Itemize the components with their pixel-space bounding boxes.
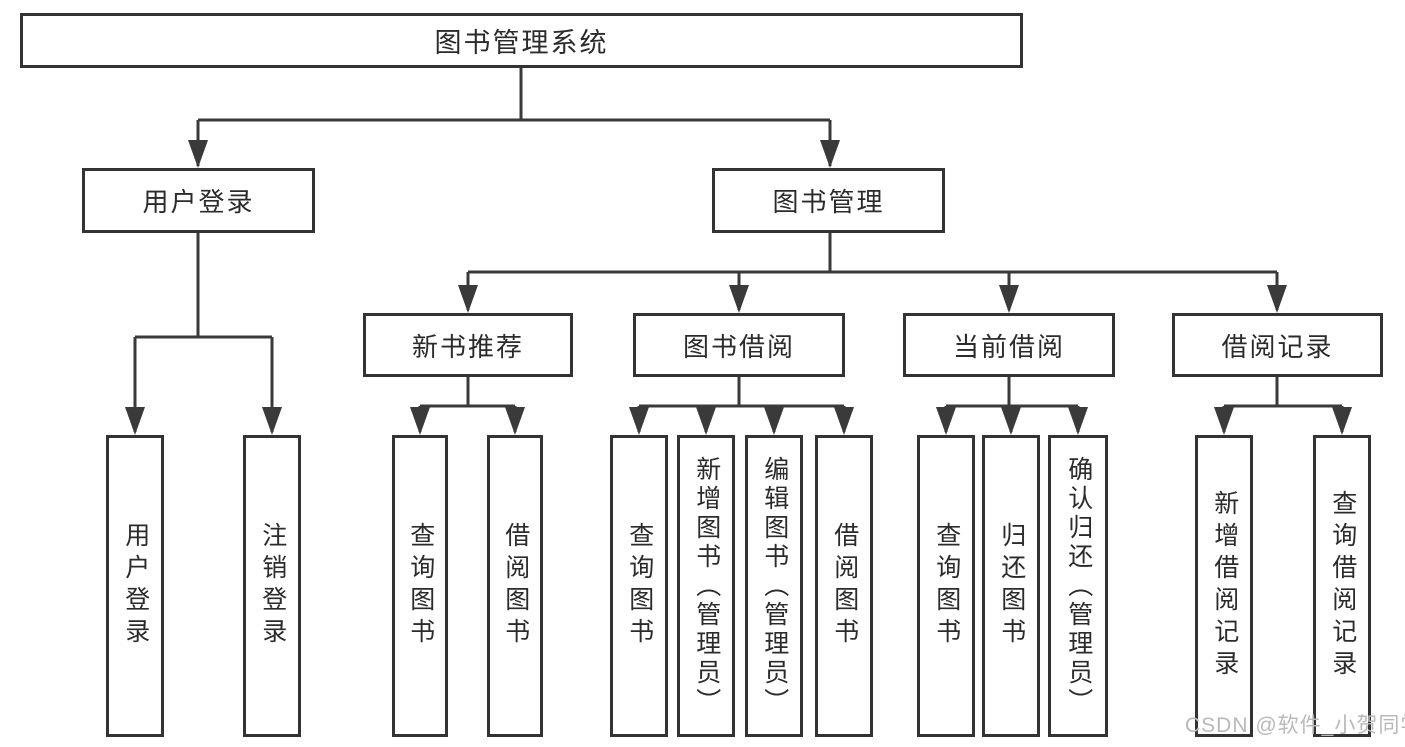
leaf-records-add-label: 新增借阅记录 xyxy=(1210,490,1239,682)
leaf-borrow-edit-admin: 编辑图书（管理员） xyxy=(745,435,803,737)
arrowhead xyxy=(820,140,840,168)
connector-book-mgmt-to-level3 xyxy=(466,233,1279,310)
leaf-records-query: 查询借阅记录 xyxy=(1313,435,1371,737)
leaf-borrow-add-admin: 新增图书（管理员） xyxy=(677,435,735,737)
arrowhead xyxy=(834,407,854,435)
node-new-books-label: 新书推荐 xyxy=(411,331,524,362)
arrowhead xyxy=(764,407,784,435)
leaf-borrow-query: 查询图书 xyxy=(610,435,668,737)
leaf-borrow-query-label: 查询图书 xyxy=(625,522,654,650)
node-book-mgmt: 图书管理 xyxy=(712,168,945,233)
csdn-watermark: CSDN @软件_小贺同学 xyxy=(1185,714,1405,737)
node-book-borrow-label: 图书借阅 xyxy=(682,331,795,362)
leaf-records-query-label: 查询借阅记录 xyxy=(1328,490,1357,682)
node-root: 图书管理系统 xyxy=(20,13,1023,68)
leaf-newbooks-query-label: 查询图书 xyxy=(406,522,435,650)
leaf-borrow-borrow-label: 借阅图书 xyxy=(830,522,859,650)
arrowhead xyxy=(125,407,145,435)
leaf-current-confirm-admin: 确认归还（管理员） xyxy=(1048,435,1108,737)
leaf-logout: 注销登录 xyxy=(243,435,301,737)
leaf-newbooks-query: 查询图书 xyxy=(392,435,448,737)
arrowhead xyxy=(936,407,956,435)
arrowhead xyxy=(1001,407,1021,435)
arrowhead xyxy=(629,407,649,435)
arrowhead xyxy=(1068,407,1088,435)
arrowhead xyxy=(410,407,430,435)
arrowhead xyxy=(458,285,478,313)
arrowhead xyxy=(262,407,282,435)
connector-user-login-to-leaves xyxy=(133,233,274,432)
node-new-books: 新书推荐 xyxy=(363,313,573,377)
leaf-borrow-borrow: 借阅图书 xyxy=(815,435,873,737)
arrowhead xyxy=(1332,407,1352,435)
leaf-newbooks-borrow-label: 借阅图书 xyxy=(501,522,530,650)
leaf-user-login-label: 用户登录 xyxy=(121,522,150,650)
node-user-login: 用户登录 xyxy=(82,168,315,233)
leaf-current-query-label: 查询图书 xyxy=(932,522,961,650)
arrowhead xyxy=(188,140,208,168)
arrowhead xyxy=(729,285,749,313)
node-borrow-records: 借阅记录 xyxy=(1172,313,1383,377)
leaf-current-confirm-admin-label: 确认归还（管理员） xyxy=(1064,455,1093,717)
leaf-newbooks-borrow: 借阅图书 xyxy=(487,435,543,737)
connector-book-borrow-to-leaves xyxy=(637,377,846,432)
node-user-login-label: 用户登录 xyxy=(142,187,255,217)
node-current-borrow-label: 当前借阅 xyxy=(952,331,1065,362)
arrowhead xyxy=(696,407,716,435)
node-root-label: 图书管理系统 xyxy=(434,28,609,58)
arrowhead xyxy=(505,407,525,435)
leaf-records-add: 新增借阅记录 xyxy=(1195,435,1253,737)
arrowhead xyxy=(1214,407,1234,435)
leaf-current-return: 归还图书 xyxy=(982,435,1040,737)
connector-borrow-records-to-leaves xyxy=(1222,377,1344,432)
connector-root-to-level2 xyxy=(196,68,832,166)
node-borrow-records-label: 借阅记录 xyxy=(1221,331,1334,362)
node-current-borrow: 当前借阅 xyxy=(903,313,1115,377)
arrowhead xyxy=(999,285,1019,313)
connector-new-books-to-leaves xyxy=(418,377,517,432)
leaf-borrow-edit-admin-label: 编辑图书（管理员） xyxy=(760,455,789,717)
leaf-current-return-label: 归还图书 xyxy=(997,522,1026,650)
node-book-borrow: 图书借阅 xyxy=(633,313,845,377)
arrowheads xyxy=(125,140,1352,435)
node-book-mgmt-label: 图书管理 xyxy=(772,187,885,217)
leaf-borrow-add-admin-label: 新增图书（管理员） xyxy=(692,455,721,717)
leaf-logout-label: 注销登录 xyxy=(258,522,287,650)
leaf-current-query: 查询图书 xyxy=(917,435,975,737)
leaf-user-login: 用户登录 xyxy=(106,435,164,737)
arrowhead xyxy=(1267,285,1287,313)
